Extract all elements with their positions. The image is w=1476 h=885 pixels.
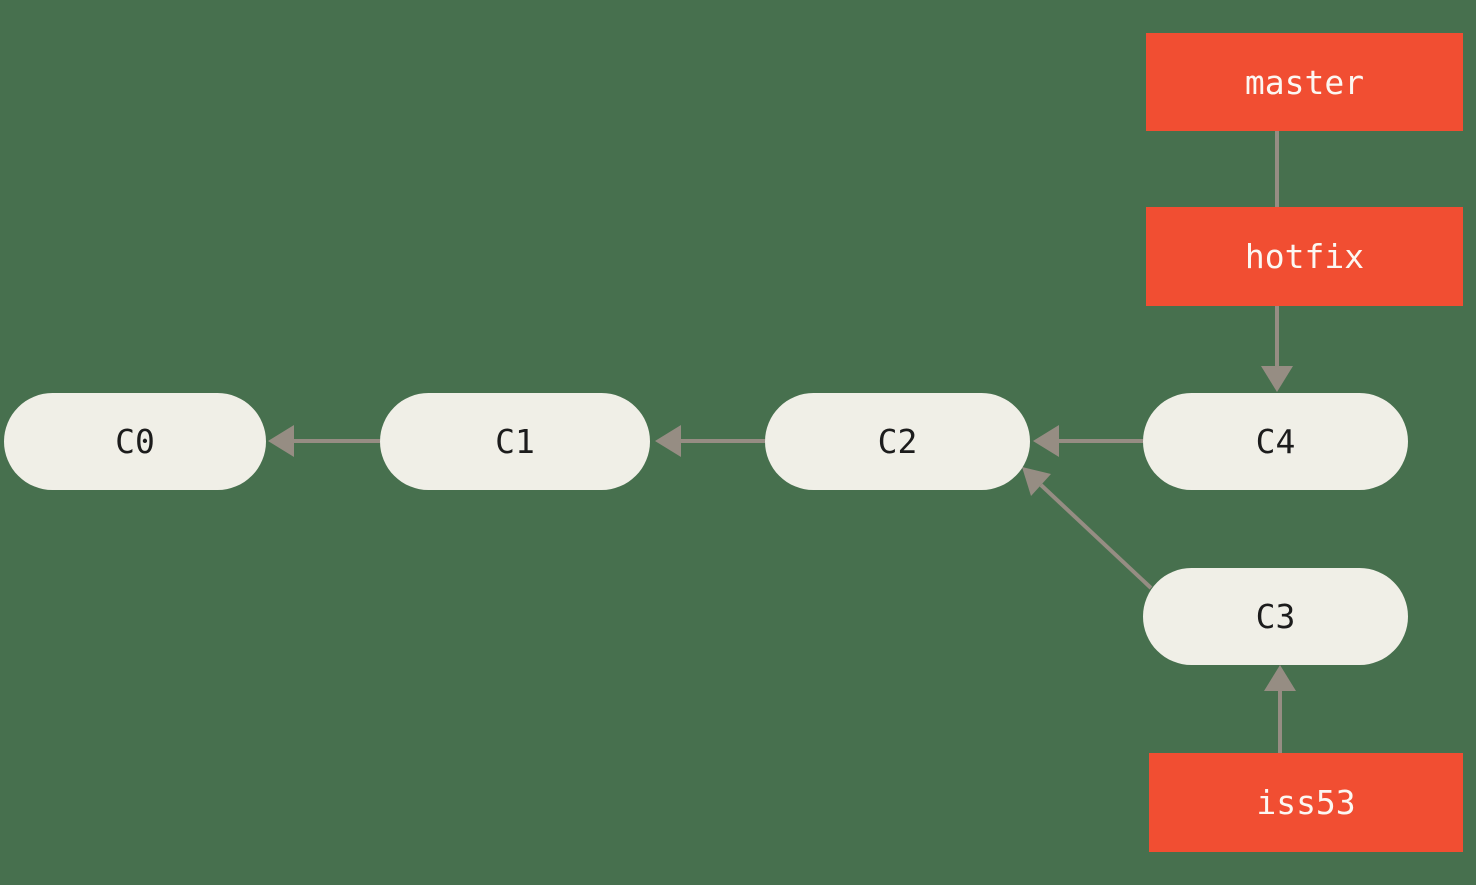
edge-iss53-c3-arrowhead	[1264, 665, 1296, 691]
branch-label-master: master	[1146, 33, 1463, 131]
edge-c2-c1-arrowhead	[655, 425, 681, 457]
commit-node-c2: C2	[765, 393, 1030, 490]
edge-c1-c0-arrowhead	[268, 425, 294, 457]
commit-node-c3: C3	[1143, 568, 1408, 665]
edge-c3-c2-arrowhead	[1022, 467, 1051, 496]
commit-node-c0: C0	[4, 393, 266, 490]
commit-node-c1: C1	[380, 393, 650, 490]
branch-label-iss53: iss53	[1149, 753, 1463, 852]
edge-c3-c2-line	[1039, 483, 1153, 590]
edge-c4-c2-arrowhead	[1033, 425, 1059, 457]
edge-hotfix-c4-arrowhead	[1261, 366, 1293, 392]
branch-label-hotfix: hotfix	[1146, 207, 1463, 306]
commit-node-c4: C4	[1143, 393, 1408, 490]
